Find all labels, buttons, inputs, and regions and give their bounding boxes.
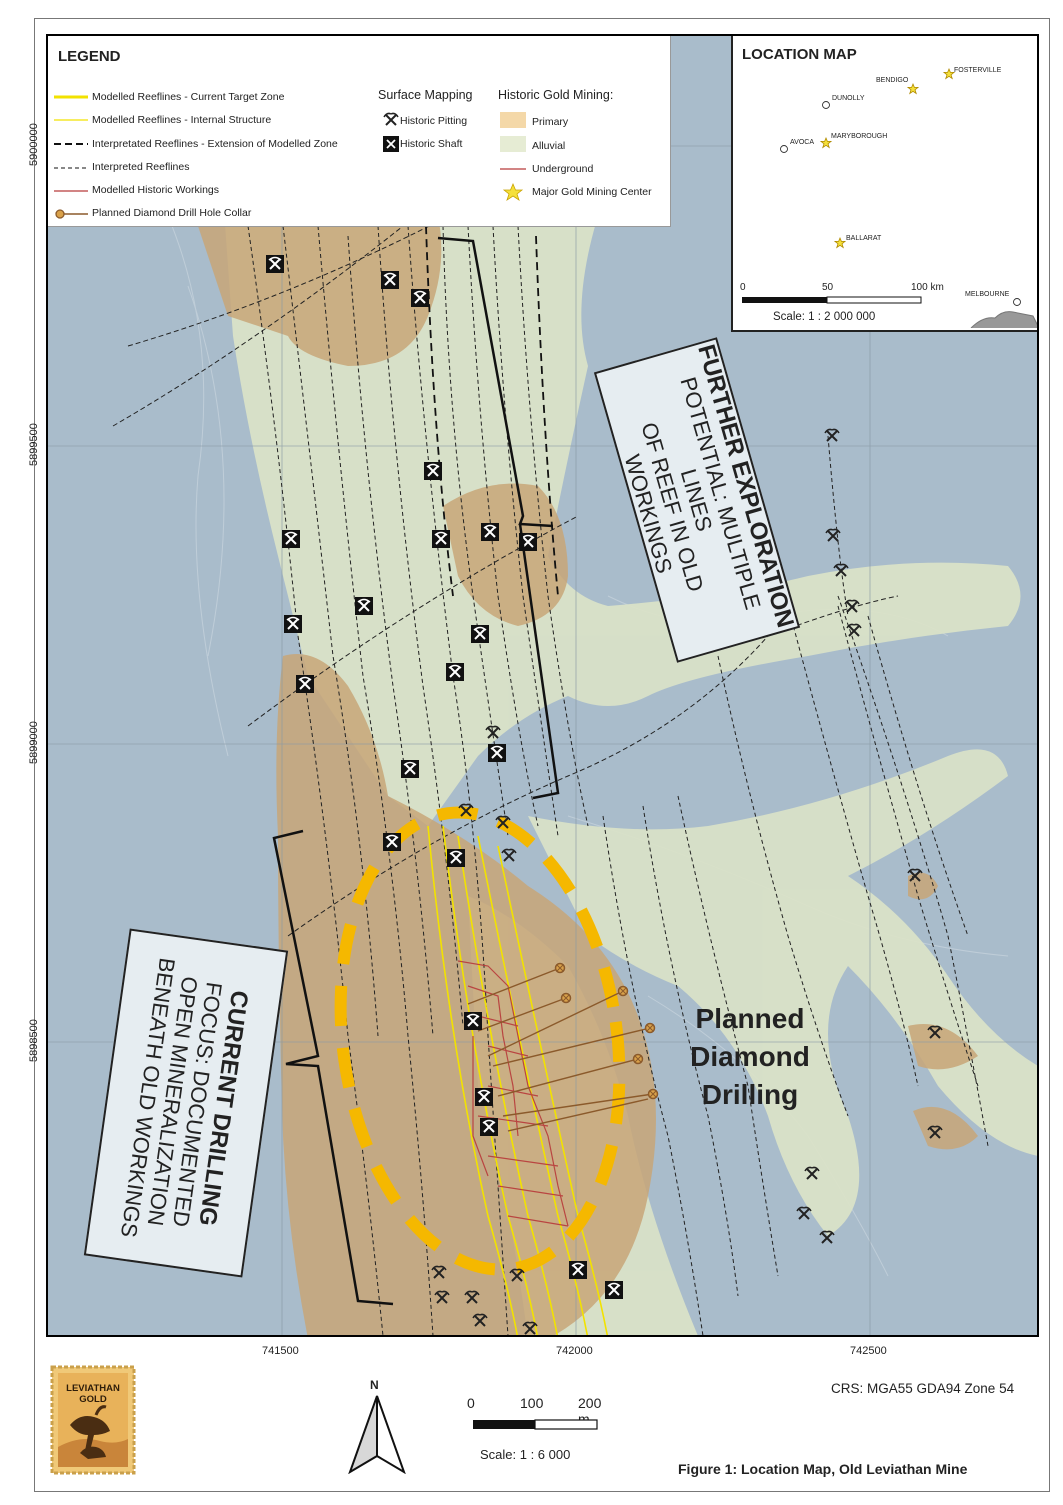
planned-line-1: Planned xyxy=(695,1003,805,1034)
legend-line-swatches xyxy=(54,95,88,219)
location-map: LOCATION MAP FOSTERVILLE BENDIGO DUNOLLY… xyxy=(731,36,1037,332)
historic-workings xyxy=(457,960,569,1227)
current-drilling-bracket xyxy=(272,829,394,1306)
northing-5899500: 5899500 xyxy=(28,423,40,466)
map-canvas[interactable] xyxy=(48,36,1039,1337)
planned-drilling-label: Planned Diamond Drilling xyxy=(650,1000,850,1114)
legend-historic-pitting: Historic Pitting xyxy=(400,115,468,127)
legend-title: LEGEND xyxy=(58,48,121,65)
town-maryborough: MARYBOROUGH xyxy=(831,133,888,140)
legend-primary: Primary xyxy=(532,116,569,128)
legend: LEGEND Modelled Reeflines - Current Targ… xyxy=(48,36,671,227)
town-ballarat: BALLARAT xyxy=(846,235,882,242)
scale-tick-0: 0 xyxy=(467,1395,475,1411)
extension-reeflines xyxy=(425,225,559,597)
map-frame[interactable]: LEGEND Modelled Reeflines - Current Targ… xyxy=(46,34,1039,1337)
scale-text: Scale: 1 : 6 000 xyxy=(480,1447,571,1462)
legend-drill-collar: Planned Diamond Drill Hole Collar xyxy=(92,207,252,219)
northing-5898500: 5898500 xyxy=(28,1019,40,1062)
scale-tick-200: 200 m xyxy=(578,1395,602,1427)
loc-scale-text: Scale: 1 : 2 000 000 xyxy=(773,311,876,323)
legend-interpreted-reeflines: Interpreted Reeflines xyxy=(92,161,190,173)
legend-alluvial: Alluvial xyxy=(532,140,566,152)
town-melbourne: MELBOURNE xyxy=(965,291,1010,298)
legend-historic-workings: Modelled Historic Workings xyxy=(92,184,220,196)
current-reeflines xyxy=(427,825,609,1335)
leviathan-gold-logo: LEVIATHAN GOLD xyxy=(50,1365,136,1475)
legend-underground: Underground xyxy=(532,163,594,175)
loc-scale-0: 0 xyxy=(740,282,746,293)
current-target-zone[interactable] xyxy=(312,794,647,1288)
northing-5899000: 5899000 xyxy=(28,721,40,764)
planned-drill-holes[interactable] xyxy=(467,967,654,1132)
location-map-symbols xyxy=(742,67,1037,328)
legend-major-center: Major Gold Mining Center xyxy=(532,186,652,198)
crs-label: CRS: MGA55 GDA94 Zone 54 xyxy=(831,1381,1015,1396)
easting-741500: 741500 xyxy=(262,1345,299,1357)
town-bendigo: BENDIGO xyxy=(876,77,909,84)
legend-mining-swatches xyxy=(500,112,526,201)
easting-742500: 742500 xyxy=(850,1345,887,1357)
easting-742000: 742000 xyxy=(556,1345,593,1357)
legend-gold-mining-heading: Historic Gold Mining: xyxy=(498,88,614,102)
logo-text: LEVIATHAN GOLD xyxy=(66,1383,120,1405)
further-exploration-bracket xyxy=(437,236,560,800)
planned-line-2: Diamond xyxy=(690,1041,810,1072)
legend-historic-shaft: Historic Shaft xyxy=(400,138,463,150)
north-label: N xyxy=(370,1378,379,1392)
scale-tick-100: 100 xyxy=(520,1395,544,1411)
legend-internal-structure: Modelled Reeflines - Internal Structure xyxy=(92,114,272,126)
loc-scale-100: 100 km xyxy=(911,282,944,293)
northing-5900000: 5900000 xyxy=(28,123,40,166)
legend-surface-swatches xyxy=(383,112,399,152)
planned-line-3: Drilling xyxy=(701,1079,799,1110)
figure-caption: Figure 1: Location Map, Old Leviathan Mi… xyxy=(678,1461,968,1477)
legend-surface-mapping-heading: Surface Mapping xyxy=(378,88,473,102)
town-dunolly: DUNOLLY xyxy=(832,95,865,102)
town-fosterville: FOSTERVILLE xyxy=(954,67,1002,74)
page-border xyxy=(34,18,1050,1492)
legend-extension-reeflines: Interpretated Reeflines - Extension of M… xyxy=(92,138,338,150)
town-avoca: AVOCA xyxy=(790,139,814,146)
location-map-title: LOCATION MAP xyxy=(742,46,857,63)
legend-current-reeflines: Modelled Reeflines - Current Target Zone xyxy=(92,91,285,103)
loc-scale-50: 50 xyxy=(822,282,834,293)
